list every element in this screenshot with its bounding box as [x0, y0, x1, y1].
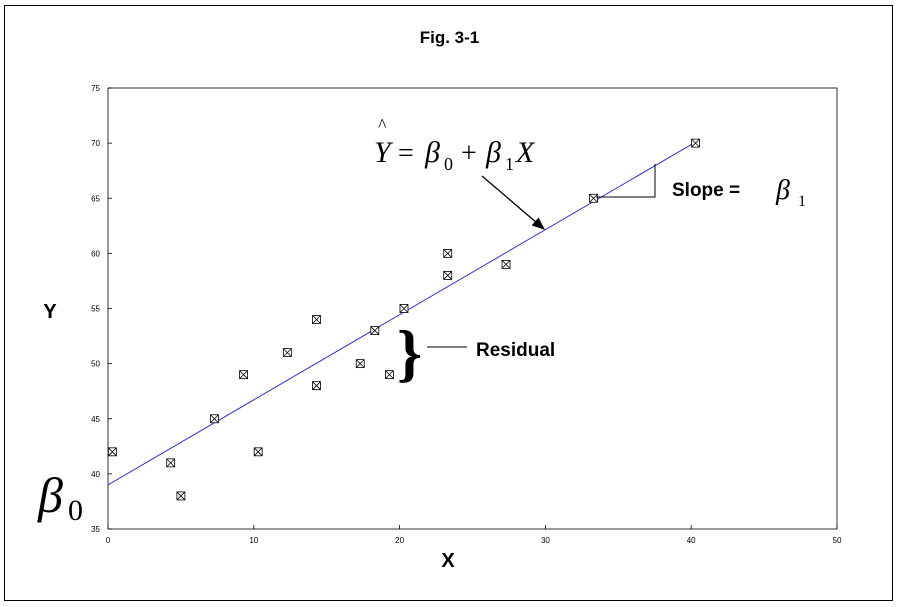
data-point [443, 271, 453, 280]
intercept-symbol: β [37, 467, 63, 523]
figure-frame [4, 5, 893, 601]
data-point [443, 248, 453, 258]
data-point [210, 414, 219, 424]
data-point [107, 447, 117, 457]
slope-triangle [596, 164, 656, 198]
data-point [166, 458, 176, 468]
chart-title: Fig. 3-1 [419, 28, 480, 47]
data-point [384, 370, 394, 380]
data-point [312, 315, 321, 324]
data-point [589, 193, 598, 203]
x-tick-label: 40 [687, 536, 696, 545]
y-tick-label: 70 [91, 139, 100, 148]
svg-text:X: X [515, 136, 536, 169]
x-tick-label: 10 [249, 536, 258, 545]
y-tick-label: 50 [91, 360, 100, 369]
data-point [691, 138, 700, 148]
y-axis-title: Y [43, 301, 57, 323]
y-tick-label: 60 [91, 249, 100, 258]
data-point [239, 370, 248, 380]
x-tick-label: 50 [833, 536, 842, 545]
svg-text:β: β [485, 136, 501, 169]
data-point [253, 447, 263, 457]
data-point [176, 491, 186, 501]
svg-text:=: = [398, 138, 414, 169]
slope-symbol: β [775, 175, 790, 206]
equation-arrow [481, 175, 545, 230]
data-point [370, 326, 380, 335]
data-point [312, 381, 321, 391]
slope-subscript: 1 [798, 193, 806, 210]
intercept-subscript: 0 [68, 494, 83, 527]
y-tick-label: 65 [91, 194, 100, 203]
y-tick-label: 40 [91, 470, 100, 479]
y-tick-label: 75 [91, 84, 100, 93]
svg-text:^: ^ [378, 115, 387, 135]
x-tick-label: 0 [106, 536, 111, 545]
regression-equation: ^ Y = β 0 + β 1 X [374, 115, 536, 174]
data-point [355, 359, 365, 369]
data-point [399, 304, 409, 313]
svg-text:Y: Y [374, 136, 394, 169]
x-axis-title: X [441, 550, 455, 572]
y-tick-label: 55 [91, 305, 100, 314]
y-tick-label: 45 [91, 415, 100, 424]
data-point [501, 259, 511, 269]
slope-label: Slope = [672, 180, 740, 201]
svg-text:+: + [461, 138, 477, 169]
svg-text:0: 0 [444, 154, 453, 174]
data-point [282, 348, 292, 358]
regression-line [107, 141, 696, 486]
x-tick-label: 30 [541, 536, 550, 545]
residual-label: Residual [476, 340, 555, 361]
x-tick-label: 20 [395, 536, 404, 545]
svg-text:β: β [424, 136, 440, 169]
svg-text:1: 1 [505, 154, 514, 174]
residual-brace: } [397, 317, 422, 388]
y-tick-label: 35 [91, 525, 100, 534]
